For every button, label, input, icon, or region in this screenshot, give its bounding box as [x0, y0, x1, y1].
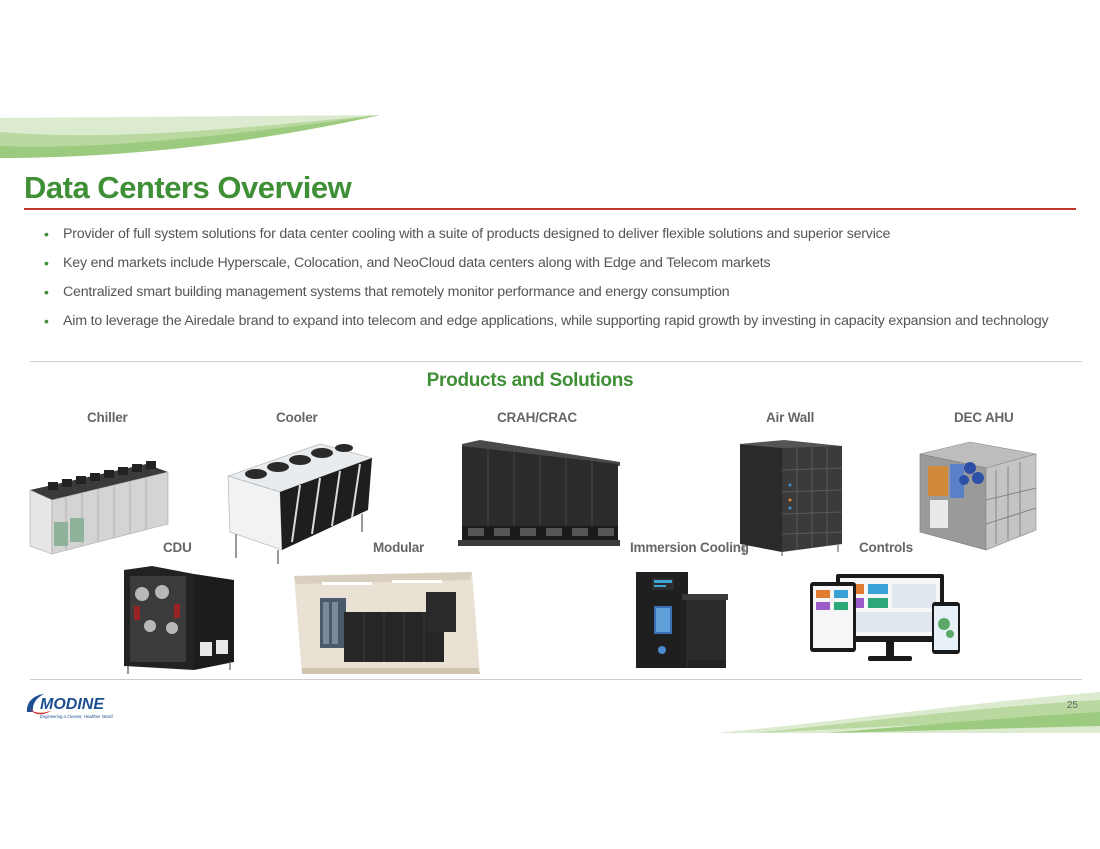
bullet-item: •Provider of full system solutions for d…	[44, 226, 891, 242]
footer-swoosh-graphic	[716, 692, 1100, 733]
bullet-item: •Key end markets include Hyperscale, Col…	[44, 255, 771, 271]
bullet-dot-icon: •	[44, 226, 49, 242]
cdu-image	[124, 566, 234, 674]
header-swoosh-graphic	[0, 115, 380, 158]
label-controls: Controls	[859, 540, 913, 555]
section-divider-bottom	[30, 679, 1082, 680]
bullet-list: •Provider of full system solutions for d…	[44, 226, 1049, 342]
page-title: Data Centers Overview	[24, 170, 352, 205]
bullet-dot-icon: •	[44, 255, 49, 271]
immersion-cooling-image	[636, 572, 728, 668]
label-modular: Modular	[373, 540, 425, 555]
section-divider-top	[30, 361, 1082, 362]
label-crah-crac: CRAH/CRAC	[497, 410, 577, 425]
label-air-wall: Air Wall	[766, 410, 815, 425]
label-dec-ahu: DEC AHU	[954, 410, 1014, 425]
modine-logo-mark-icon: MODINE Engineering a Cleaner, Healthier …	[26, 694, 113, 719]
page-number: 25	[1066, 700, 1078, 711]
dec-ahu-image	[919, 441, 1037, 551]
label-immersion-cooling: Immersion Cooling	[630, 540, 749, 555]
title-rule	[24, 208, 1076, 210]
label-chiller: Chiller	[87, 410, 128, 425]
controls-image	[810, 574, 960, 661]
bullet-dot-icon: •	[44, 284, 49, 300]
chiller-image	[29, 461, 169, 555]
logo-tagline: Engineering a Cleaner, Healthier World	[40, 714, 113, 719]
modine-logo: MODINE Engineering a Cleaner, Healthier …	[24, 690, 134, 720]
air-wall-image	[740, 440, 843, 556]
cooler-image	[227, 443, 373, 564]
label-cdu: CDU	[163, 540, 192, 555]
crah-crac-image	[458, 440, 620, 546]
modular-image	[294, 572, 480, 674]
bullet-dot-icon: •	[44, 313, 49, 329]
logo-text: MODINE	[40, 696, 105, 713]
label-cooler: Cooler	[276, 410, 318, 425]
section-title: Products and Solutions	[426, 370, 634, 391]
bullet-item: •Aim to leverage the Airedale brand to e…	[44, 313, 1049, 329]
bullet-item: •Centralized smart building management s…	[44, 284, 730, 300]
